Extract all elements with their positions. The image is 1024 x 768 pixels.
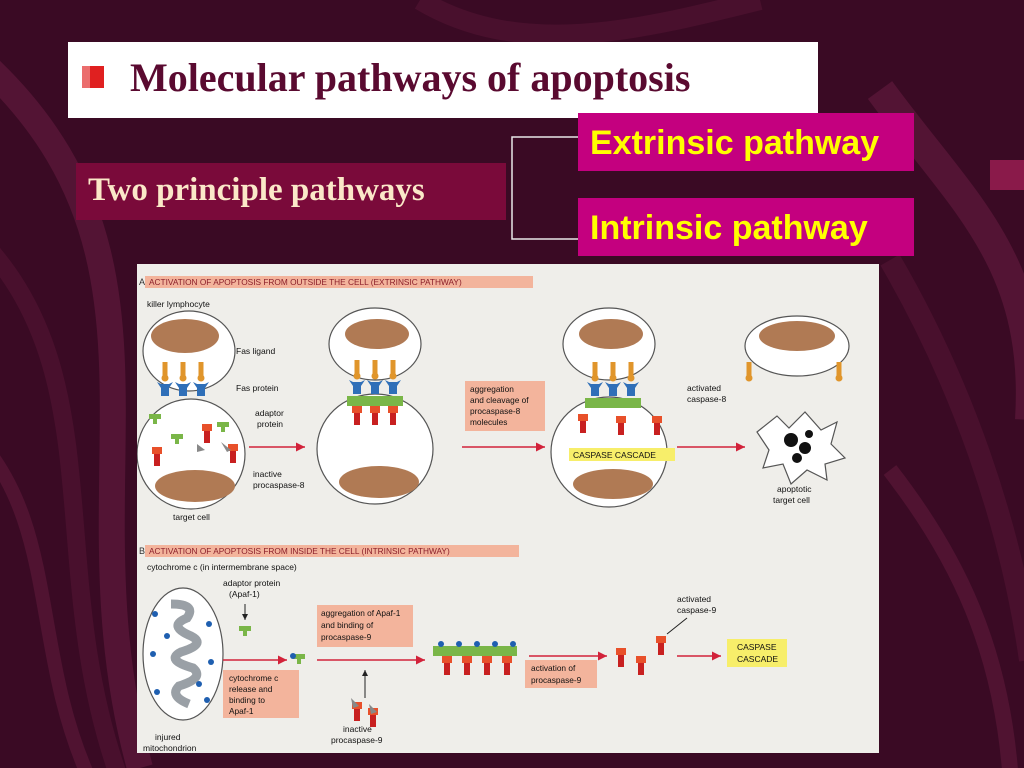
bracket-connector [511,136,578,240]
apoptosis-figure: A ACTIVATION OF APOPTOSIS FROM OUTSIDE T… [137,264,879,753]
apoptotic-label-2: target cell [773,495,810,505]
inactive-procaspase9-label-2: procaspase-9 [331,735,383,745]
killer-lymphocyte-cell-3 [562,307,656,381]
target-cell-2 [316,393,434,505]
panel-a-banner: ACTIVATION OF APOPTOSIS FROM OUTSIDE THE… [149,277,462,287]
apoptosome [433,641,517,675]
apoptotic-target-cell [756,411,847,486]
release-label-4: Apaf-1 [229,706,254,716]
caspase-cascade-label-b2: CASCADE [737,654,778,664]
intrinsic-pathway-box: Intrinsic pathway [578,198,914,256]
panel-b-letter: B [139,546,145,556]
inactive-procaspase8-label-2: procaspase-8 [253,480,305,490]
apaf1-bound [290,653,305,664]
apaf1-single [239,626,251,636]
adaptor-protein-label-1: adaptor [255,408,284,418]
principle-pathways-label: Two principle pathways [88,172,425,208]
fas-protein-label: Fas protein [236,383,279,393]
fas-proteins-1 [157,382,209,396]
activation-box [525,660,597,688]
panel-a-letter: A [139,277,145,287]
aggregation-label-1: aggregation [470,384,514,394]
aggregation-label-2: and cleavage of [470,395,529,405]
scattered-adaptors-1 [149,414,238,466]
panel-b-banner: ACTIVATION OF APOPTOSIS FROM INSIDE THE … [149,546,450,556]
killer-lymphocyte-cell-2 [328,307,422,381]
adaptor-apaf-label-1: adaptor protein [223,578,280,588]
injured-label-1: injured [155,732,181,742]
release-label-1: cytochrome c [229,673,278,683]
apoptotic-label-1: apoptotic [777,484,812,494]
activated-caspase9-label-2: caspase-9 [677,605,716,615]
corner-accent-block [990,160,1024,190]
extrinsic-pathway-label: Extrinsic pathway [590,124,880,162]
activation-label-1: activation of [531,663,576,673]
adaptor-apaf-label-2: (Apaf-1) [229,589,260,599]
inactive-procaspase8-label-1: inactive [253,469,282,479]
aggregation-box [465,381,545,431]
aggregation-label-4: molecules [470,417,507,427]
adaptor-protein-label-2: protein [257,419,283,429]
release-box [223,670,299,718]
activated-caspase8-label-2: caspase-8 [687,394,726,404]
apoptotic-lymphocyte-4 [744,315,850,382]
slide-title: Molecular pathways of apoptosis [130,55,691,100]
cytochrome-c-label: cytochrome c (in intermembrane space) [147,562,297,572]
fas-ligand-label: Fas ligand [236,346,275,356]
fas-complex-3 [578,362,662,435]
aggregation-apaf-label-1: aggregation of Apaf-1 [321,608,401,618]
extrinsic-pathway-box: Extrinsic pathway [578,113,914,171]
aggregation-apaf-label-2: and binding of [321,620,374,630]
activated-caspase9-pointer [666,617,688,635]
caspase-cascade-label-b1: CASPASE [737,642,777,652]
target-cell-label: target cell [173,512,210,522]
panel-a-banner-bg [145,276,533,288]
inactive-procaspase9 [351,698,378,727]
aggregation-apaf-box [317,605,413,647]
killer-lymphocyte-cell-1 [142,310,236,392]
title-box: Molecular pathways of apoptosis [68,42,818,118]
panel-b-banner-bg [145,545,519,557]
killer-lymphocyte-label: killer lymphocyte [147,299,210,309]
injured-mitochondrion [142,587,224,721]
fas-complex-2 [347,360,403,425]
principle-pathways-box: Two principle pathways [76,163,506,220]
square-bullet-icon [82,66,104,88]
inactive-procaspase9-label-1: inactive [343,724,372,734]
aggregation-label-3: procaspase-8 [470,406,521,416]
caspase-cascade-box-b [727,639,787,667]
injured-label-2: mitochondrion [143,743,197,753]
release-label-2: release and [229,684,273,694]
activated-caspase8-label-1: activated [687,383,721,393]
activated-caspase9-label-1: activated [677,594,711,604]
release-label-3: binding to [229,695,265,705]
intrinsic-pathway-label: Intrinsic pathway [590,209,868,247]
activation-label-2: procaspase-9 [531,675,582,685]
caspase-cascade-label-a: CASPASE CASCADE [573,450,656,460]
activated-caspase9 [616,636,666,675]
caspase-cascade-box-a [569,448,675,461]
aggregation-apaf-label-3: procaspase-9 [321,632,372,642]
